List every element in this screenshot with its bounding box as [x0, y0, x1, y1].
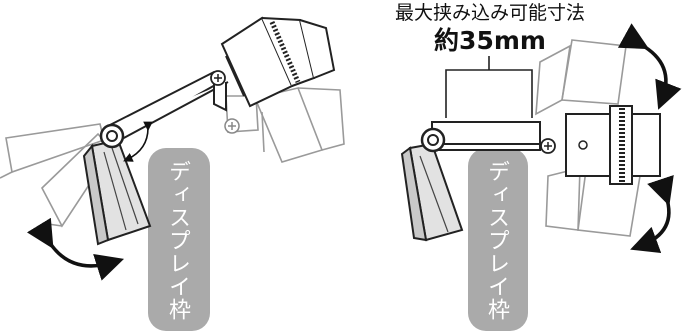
top-arm-left — [105, 70, 229, 142]
frame-label-left: ディスプレイ枠 — [165, 160, 190, 321]
display-frame-right — [468, 148, 528, 331]
hinge-right — [420, 127, 446, 153]
left-illustration — [0, 16, 345, 331]
caption-max-clamp: 最大挟み込み可能寸法 — [394, 2, 585, 24]
camera-head-left — [210, 16, 336, 108]
ghost-screw-left — [224, 118, 240, 134]
display-frame-left — [148, 148, 210, 331]
front-clip-right — [400, 142, 464, 242]
rotation-arrow-right-bottom-icon — [630, 174, 674, 254]
caption-size: 約35mm — [434, 26, 546, 55]
ghost-camera-left — [225, 87, 345, 163]
rotation-arrow-right-top-icon — [617, 23, 682, 110]
right-illustration — [400, 23, 682, 331]
tilt-arrow-icon — [123, 121, 153, 162]
top-arm-right — [431, 121, 541, 151]
front-clip-left — [82, 138, 152, 246]
dimension-bracket — [445, 56, 533, 118]
rotation-arrow-left-icon — [26, 217, 125, 281]
camera-head-right — [540, 105, 661, 185]
frame-label-right: ディスプレイ枠 — [484, 160, 509, 321]
hinge-left — [99, 123, 125, 149]
